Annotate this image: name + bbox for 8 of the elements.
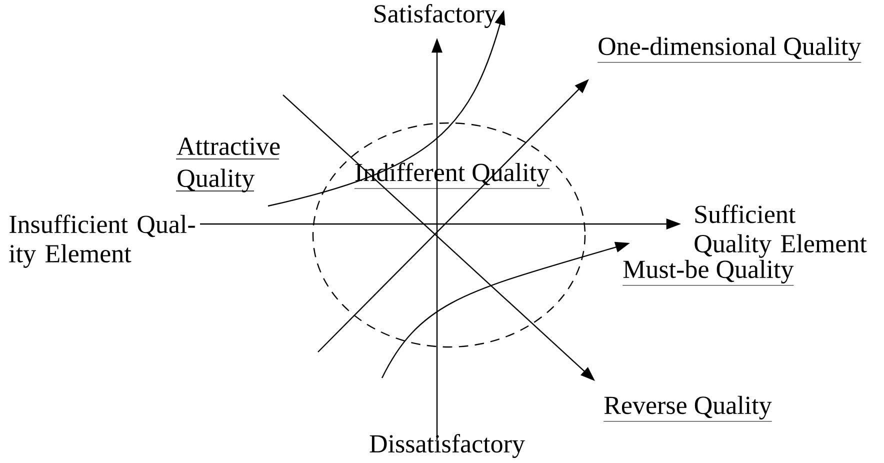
axis-label: Sufficient Quality Element (694, 204, 867, 258)
axis-label: Dissatisfactory (370, 434, 525, 458)
axis-label: Satisfactory (374, 4, 498, 28)
axis-label: Insufficient Qual-ity Element (9, 214, 195, 268)
quality-label: Attractive Quality (176, 138, 280, 192)
quality-label: Must-be Quality (622, 260, 794, 286)
quality-label: One-dimensional Quality (597, 36, 862, 63)
quality-label: Reverse Quality (603, 396, 772, 422)
